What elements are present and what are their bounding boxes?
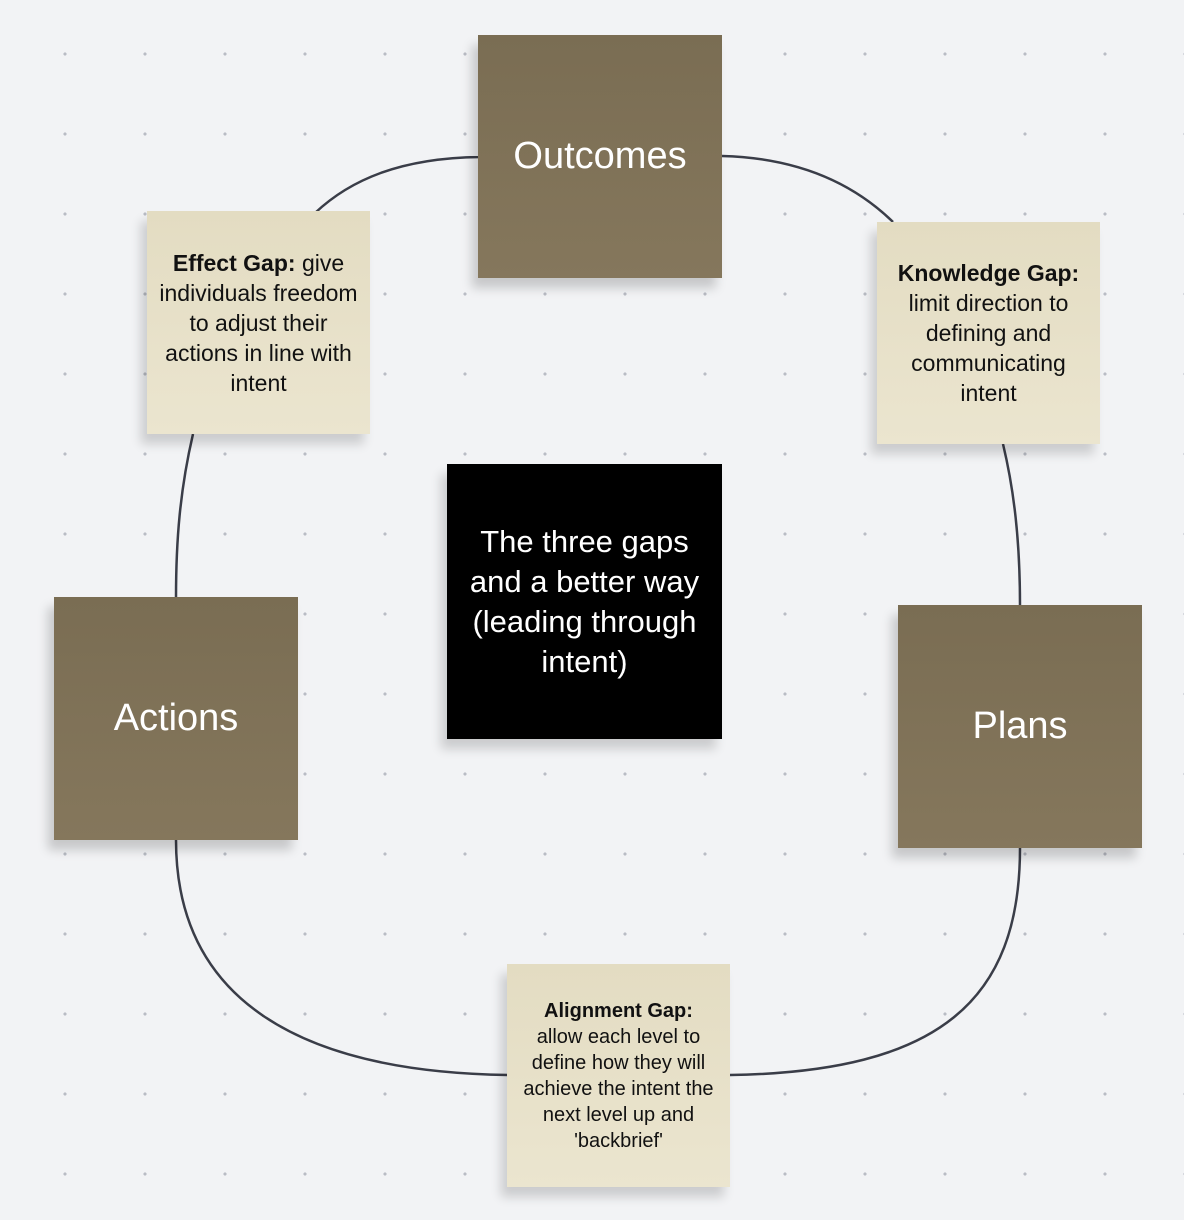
connector-outcomes-to-effect-gap	[314, 155, 481, 214]
connector-plans-to-knowledge-gap	[1001, 443, 1022, 607]
effect-gap-sticky-note[interactable]: Effect Gap: give individuals freedom to …	[147, 211, 370, 434]
effect-gap-content: Effect Gap: give individuals freedom to …	[159, 248, 358, 398]
plans-label: Plans	[972, 705, 1068, 747]
knowledge-gap-text: limit direction to defining and communic…	[908, 290, 1069, 406]
alignment-gap-sticky-note[interactable]: Alignment Gap: allow each level to defin…	[507, 964, 730, 1187]
outcomes-sticky-note[interactable]: Outcomes	[478, 35, 722, 278]
alignment-gap-title: Alignment Gap:	[544, 999, 693, 1022]
actions-sticky-note[interactable]: Actions	[54, 597, 298, 840]
connector-actions-to-alignment-gap	[174, 839, 509, 1077]
knowledge-gap-title: Knowledge Gap:	[897, 260, 1080, 286]
knowledge-gap-sticky-note[interactable]: Knowledge Gap: limit direction to defini…	[877, 222, 1100, 444]
outcomes-label: Outcomes	[513, 135, 687, 177]
effect-gap-title: Effect Gap:	[172, 249, 296, 276]
effect-gap-text: give individuals freedom to adjust their…	[159, 249, 358, 396]
actions-label: Actions	[113, 697, 239, 739]
connector-alignment-gap-to-plans	[729, 847, 1022, 1077]
connector-effect-gap-to-actions	[174, 433, 195, 599]
plans-sticky-note[interactable]: Plans	[898, 605, 1142, 848]
knowledge-gap-content: Knowledge Gap: limit direction to defini…	[889, 258, 1088, 408]
center-title-label: The three gaps and a better way (leading…	[469, 523, 700, 679]
connector-knowledge-gap-to-outcomes	[721, 154, 894, 223]
center-title-sticky-note[interactable]: The three gaps and a better way (leading…	[447, 464, 722, 739]
alignment-gap-content: Alignment Gap: allow each level to defin…	[519, 998, 718, 1154]
alignment-gap-text: allow each level to define how they will…	[523, 1025, 714, 1152]
